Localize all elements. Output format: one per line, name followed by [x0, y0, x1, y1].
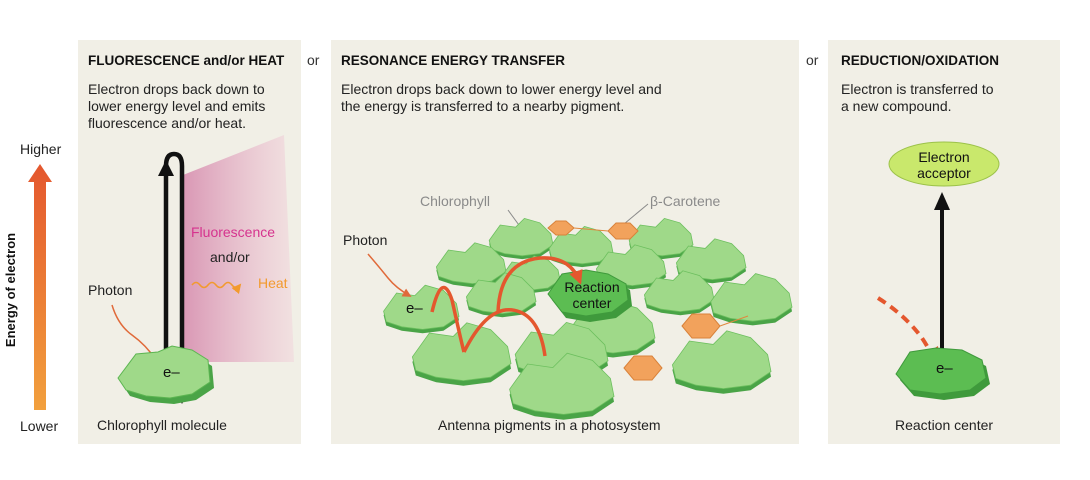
acceptor-label-1: Electron [918, 149, 969, 165]
antenna-pigment-14 [411, 322, 512, 386]
energy-axis: Higher Lower Energy of electron [3, 141, 62, 434]
antenna-pigment-15 [671, 330, 772, 394]
panel-resonance-desc-2: the energy is transferred to a nearby pi… [341, 98, 624, 114]
panel-fluorescence-title: FLUORESCENCE and/or HEAT [88, 53, 285, 68]
resonance-photon-label: Photon [343, 232, 387, 248]
electron-acceptor [888, 141, 1000, 187]
carotene-molecules [547, 220, 749, 381]
axis-title: Energy of electron [3, 233, 18, 347]
separator-or-1: or [307, 52, 320, 68]
carotene-leader-line [623, 203, 649, 225]
heat-label: Heat [258, 275, 288, 291]
panel-resonance-caption: Antenna pigments in a photosystem [438, 417, 661, 433]
carotene-hex-4 [623, 355, 663, 381]
panel-reduction-desc-2: a new compound. [841, 98, 952, 114]
antenna-pigment-16 [509, 352, 615, 420]
panel-fluorescence: FLUORESCENCE and/or HEAT Electron drops … [78, 40, 301, 444]
fluorescence-glow [183, 135, 294, 362]
fluorescence-label: Fluorescence [191, 224, 275, 240]
panel-fluorescence-desc-3: fluorescence and/or heat. [88, 115, 246, 131]
reaction-center-pigment [547, 269, 632, 322]
chlorophyll-label: Chlorophyll [420, 193, 490, 209]
panel-resonance: RESONANCE ENERGY TRANSFER Electron drops… [331, 40, 799, 444]
antenna-pigment-10 [710, 273, 793, 326]
antenna-pigment-2 [548, 225, 614, 268]
panel-reduction: REDUCTION/OXIDATION Electron is transfer… [828, 40, 1060, 444]
panel-fluorescence-desc-2: lower energy level and emits [88, 98, 265, 114]
electron-up-arrowhead [158, 160, 174, 176]
chlorophyll-molecule [117, 345, 214, 404]
electron-transfer-arrowhead [934, 192, 950, 210]
antenna-pigment-4 [435, 242, 507, 288]
resonance-electron-label: e– [406, 300, 423, 317]
axis-low-label: Lower [20, 418, 58, 434]
photon-arrow [111, 304, 157, 362]
panel-reduction-desc-1: Electron is transferred to [841, 81, 994, 97]
photon-label: Photon [88, 282, 132, 298]
energy-transfer-arc-1 [430, 285, 466, 353]
carotene-label: β-Carotene [650, 193, 721, 209]
energy-transfer-arc-2 [462, 308, 547, 357]
energy-axis-arrow [28, 164, 52, 410]
reaction-center-label-2: center [573, 295, 612, 311]
reaction-center-molecule [895, 347, 990, 400]
andor-label: and/or [210, 249, 250, 265]
antenna-pigment-field [383, 217, 793, 420]
reduction-electron-label: e– [936, 360, 953, 377]
heat-wave-arrow [191, 281, 242, 294]
antenna-pigment-9 [643, 270, 715, 316]
resonance-photon-arrow [367, 253, 412, 297]
acceptor-label-2: acceptor [917, 165, 971, 181]
antenna-pigment-1 [488, 217, 554, 260]
panel-fluorescence-caption: Chlorophyll molecule [97, 417, 227, 433]
separator-or-2: or [806, 52, 819, 68]
panel-resonance-title: RESONANCE ENERGY TRANSFER [341, 53, 565, 68]
electron-label: e– [163, 364, 180, 381]
panel-reduction-caption: Reaction center [895, 417, 993, 433]
reaction-center-label-1: Reaction [564, 279, 619, 295]
panel-fluorescence-desc-1: Electron drops back down to [88, 81, 265, 97]
carotene-hex-2 [607, 222, 639, 240]
panel-resonance-desc-1: Electron drops back down to lower energy… [341, 81, 662, 97]
axis-high-label: Higher [20, 141, 62, 157]
energy-transfer-arc-3 [496, 256, 583, 313]
panel-reduction-title: REDUCTION/OXIDATION [841, 53, 999, 68]
